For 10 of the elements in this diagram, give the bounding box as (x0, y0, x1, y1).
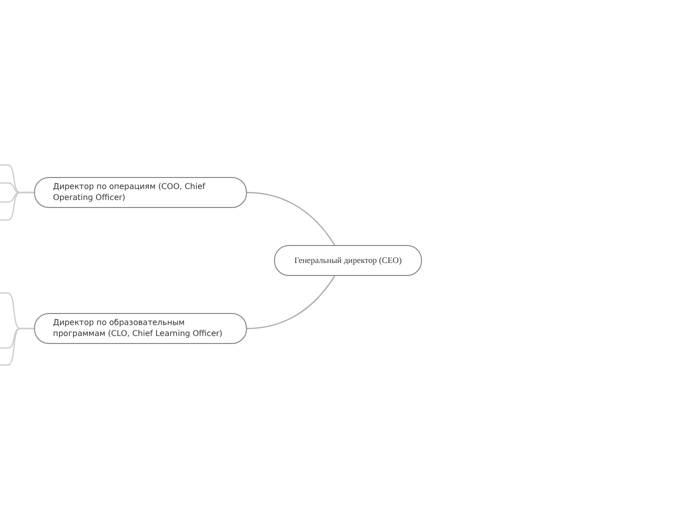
connector-line (246, 276, 336, 330)
topic-box (34, 313, 247, 344)
connector-line (0, 192, 34, 221)
topic-text: Директор по образовательным программам (CLO, Chief Learning Officer) (53, 318, 224, 339)
topic-box (274, 245, 422, 276)
topic-text: Директор по операциям (COO, Chief Operating Officer) (53, 182, 206, 203)
topic-text: Генеральный директор (CEO) (294, 254, 402, 266)
topic-box (34, 177, 247, 208)
connector-line (0, 328, 34, 366)
connector-line (246, 192, 336, 246)
